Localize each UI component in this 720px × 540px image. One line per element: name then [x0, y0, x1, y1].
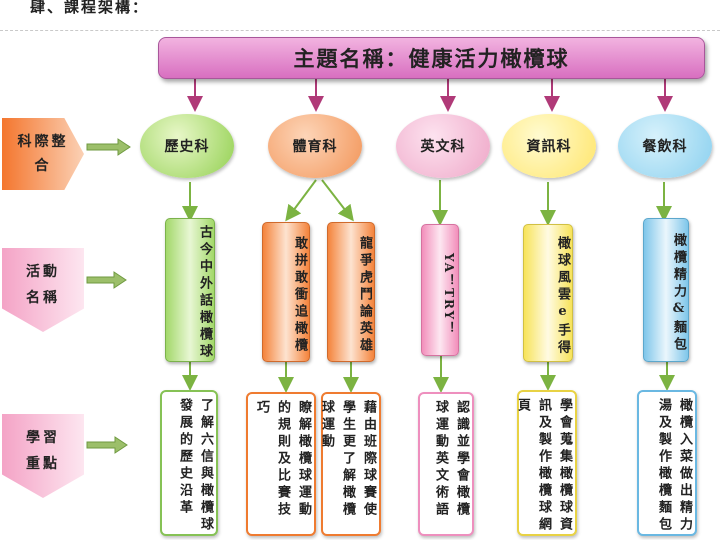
subject-food: 餐飲科 [618, 114, 712, 178]
subject-pe: 體育科 [268, 114, 362, 178]
activity-pe-2: 龍爭虎鬥論英雄 [327, 222, 375, 362]
activity-history: 古今中外話橄欖球 [165, 218, 215, 362]
subject-it: 資訊科 [502, 114, 596, 178]
row-label-activity-text: 活動名稱 [26, 264, 60, 306]
theme-banner: 主題名稱：健康活力橄欖球 [158, 37, 705, 79]
activity-food: 橄欖精力&麵包 [643, 218, 689, 362]
activity-it: 橄球風雲e手得 [523, 224, 573, 362]
arrow-pe-activity-1 [285, 179, 317, 222]
subject-english: 英文科 [396, 114, 490, 178]
row-label-integration: 科際整合 [2, 118, 84, 190]
focus-history: 了解六信與橄欖球發展的歷史沿革 [160, 390, 218, 536]
arrow-label-integration [86, 138, 131, 156]
arrow-label-activity [86, 271, 127, 289]
section-heading: 肆、課程架構： [30, 0, 150, 16]
row-label-focus-text: 學習重點 [26, 430, 60, 472]
focus-english: 認識並學會橄欖球運動英文術語 [418, 392, 474, 536]
focus-food: 橄欖入菜做出精力湯及製作橄欖麵包 [637, 390, 697, 536]
arrow-label-focus [86, 436, 128, 454]
row-label-integration-text: 科際整合 [17, 134, 69, 174]
focus-pe-1: 瞭解橄欖球運動的規則及比賽技巧 [246, 392, 316, 536]
activity-english: YA！TRY！ [421, 224, 459, 356]
divider-line [0, 30, 720, 31]
arrow-pe-activity-2 [321, 179, 354, 222]
activity-pe-1: 敢拼敢衝追橄欖 [262, 222, 310, 362]
focus-pe-2: 藉由班際球賽使學生更了解橄欖球運動 [319, 392, 381, 536]
subject-history: 歷史科 [140, 114, 234, 178]
focus-it: 學會蒐集橄欖球資訊及製作橄欖球網頁 [515, 390, 577, 536]
